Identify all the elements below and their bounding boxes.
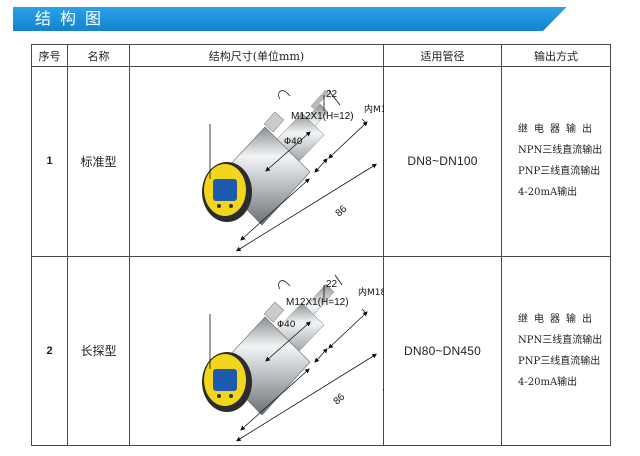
table-header-row: 序号 名称 结构尺寸(单位mm) 适用管径 输出方式 — [31, 44, 611, 67]
sensor-drawing-svg: 22 M12X1(H=12) 内M18X1.5 Φ8 Φ40 15 46 86 … — [202, 274, 384, 441]
output-item: 继电器输出 — [518, 124, 598, 136]
dim-86-label: 86 — [334, 203, 350, 219]
output-item: 4-20mA输出 — [518, 376, 578, 388]
row-pipe-diameter: DN80~DN450 — [383, 255, 502, 446]
header-name: 名称 — [67, 44, 130, 67]
spec-table: 序号 名称 结构尺寸(单位mm) 适用管径 输出方式 1 标准型 — [31, 44, 611, 446]
row-index: 2 — [31, 255, 68, 446]
row-name: 标准型 — [67, 66, 130, 257]
header-pipe: 适用管径 — [383, 44, 502, 67]
table-row: 1 标准型 — [31, 66, 611, 257]
dim-head-diameter-label: Φ40 — [277, 320, 296, 330]
output-item: 继电器输出 — [518, 313, 598, 325]
dim-head-diameter-label: Φ40 — [284, 137, 303, 147]
section-banner: 结构图 — [13, 7, 627, 31]
table-row: 2 长探型 — [31, 255, 611, 446]
output-item: NPN三线直流输出 — [518, 145, 603, 157]
section-title: 结构图 — [35, 9, 111, 28]
sensor-drawing: 22 M12X1(H=12) 内M18X1.5 Φ8 Φ40 15 46 86 … — [129, 66, 384, 257]
dim-thread-label: M12X1(H=12) — [291, 111, 354, 122]
output-item: 4-20mA输出 — [518, 187, 578, 199]
sensor-drawing: 22 M12X1(H=12) 内M18X1.5 Φ8 Φ40 15 46 86 … — [129, 255, 384, 446]
row-pipe-diameter: DN8~DN100 — [383, 66, 502, 257]
row-index: 1 — [31, 66, 68, 257]
dim-wrench-label: 22 — [326, 89, 338, 100]
dimension-lines — [209, 90, 378, 252]
output-item: NPN三线直流输出 — [518, 334, 603, 346]
dim-total-label: 150 — [383, 196, 384, 214]
output-item: PNP三线直流输出 — [518, 166, 601, 178]
row-output-methods: 继电器输出 NPN三线直流输出 PNP三线直流输出 4-20mA输出 — [501, 66, 611, 257]
row-output-methods: 继电器输出 NPN三线直流输出 PNP三线直流输出 4-20mA输出 — [501, 255, 611, 446]
dim-inner-thread-label: 内M18X1.5 — [364, 103, 384, 115]
dimension-lines — [209, 274, 378, 441]
dim-inner-thread-label: 内M18X1.5 — [358, 286, 384, 298]
dim-wrench-label: 22 — [326, 279, 338, 290]
dim-86-label: 86 — [332, 391, 348, 407]
header-index: 序号 — [31, 44, 68, 67]
sensor-drawing-svg: 22 M12X1(H=12) 内M18X1.5 Φ8 Φ40 15 46 86 … — [202, 89, 384, 252]
header-drawing: 结构尺寸(单位mm) — [129, 44, 384, 67]
output-item: PNP三线直流输出 — [518, 355, 601, 367]
row-name: 长探型 — [67, 255, 130, 446]
dim-thread-label: M12X1(H=12) — [286, 297, 349, 308]
banner-tab-decoration — [543, 7, 627, 31]
header-output: 输出方式 — [501, 44, 611, 67]
dim-total-label: 177 — [381, 380, 384, 398]
